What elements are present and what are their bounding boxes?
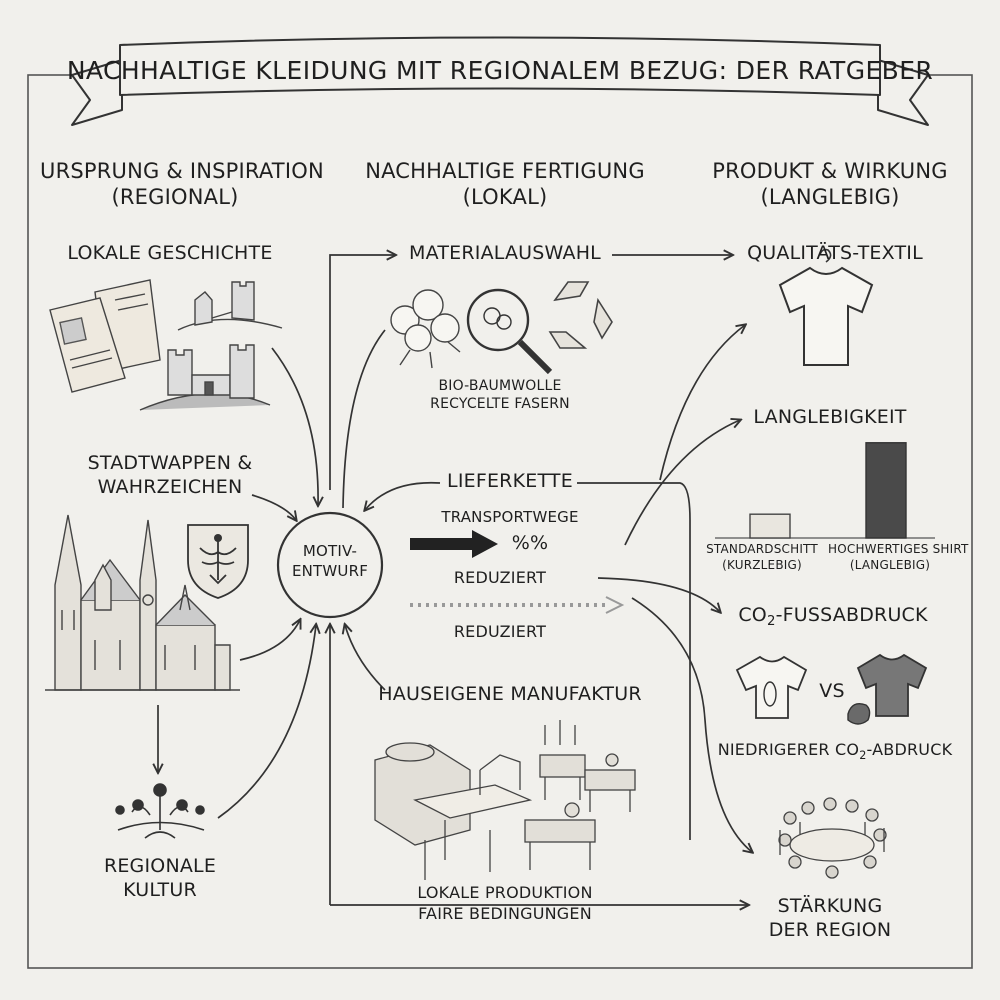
column-subtitle: (Langlebig) <box>760 185 900 210</box>
label-transport-routes: Transportwege <box>441 508 579 526</box>
label-versus: VS <box>819 680 845 702</box>
bar-chart <box>715 442 935 539</box>
arrow-to-co2 <box>597 577 720 612</box>
label-regional-strength: Stärkung der Region <box>768 895 892 941</box>
column-title: Nachhaltige Fertigung <box>365 159 645 183</box>
label-quality-textile: Qualitäts-Textil <box>747 242 923 264</box>
magnifier-icon <box>466 288 553 375</box>
documents-icon <box>49 279 161 393</box>
column-title: Ursprung & Inspiration <box>40 159 324 183</box>
manufactory-icon <box>374 720 636 880</box>
bar-quality-shirt <box>865 442 907 539</box>
arrow-supply-to-shirt <box>659 325 745 481</box>
arrow-culture-to-motif <box>217 625 316 819</box>
arrow-supply-right <box>577 482 691 840</box>
arrow-history-to-motif <box>271 347 318 505</box>
title-banner <box>71 36 929 126</box>
chart-category-label-2: Hochwertiges Shirt (Langlebig) <box>828 542 969 572</box>
column-header-production: Nachhaltige Fertigung (Lokal) <box>360 158 650 211</box>
label-local-history: Lokale Geschichte <box>67 242 273 264</box>
arrow-church-to-motif <box>239 620 300 661</box>
connector-arrows <box>158 255 752 905</box>
label-regional-culture: Regionale Kultur <box>103 855 217 901</box>
tshirt-icon <box>778 248 874 366</box>
arrow-top-to-material <box>329 255 395 490</box>
chart-category-label-1: Standardschitt (Kurzlebig) <box>706 542 818 572</box>
label-in-house-manufactory: Hauseigene Manufaktur <box>378 683 642 705</box>
label-co2-footprint: CO2-Fussabdruck <box>738 604 928 629</box>
transport-arrow-dotted-head <box>605 596 625 614</box>
label-supply-chain: Lieferkette <box>447 470 573 492</box>
column-subtitle: (Regional) <box>111 185 239 210</box>
label-lower-co2: Niedrigerer CO2-Abdruck <box>717 740 953 762</box>
label-reduced-2: Reduziert <box>453 622 547 641</box>
arrow-motif-to-material <box>342 329 386 509</box>
column-header-product: Produkt & Wirkung (Langlebig) <box>700 158 960 211</box>
page-title: Nachhaltige Kleidung mit regionalem Bezu… <box>66 55 934 85</box>
church-icon <box>45 514 240 691</box>
label-reduced-1: Reduziert <box>453 568 547 587</box>
label-durability: Langlebigkeit <box>753 406 907 428</box>
label-transport-value: %% <box>511 532 549 554</box>
community-icon <box>778 797 887 879</box>
shirt-footprint-dark <box>847 653 928 725</box>
castle-ruin-icon <box>177 281 283 331</box>
label-local-production: Lokale Produktion Faire Bedingungen <box>417 883 593 923</box>
column-header-origin: Ursprung & Inspiration (Regional) <box>40 158 324 211</box>
cotton-icon <box>390 289 461 369</box>
castle-icon <box>139 344 271 411</box>
bar-standard-shirt <box>749 513 791 539</box>
label-motif-design: Motiv- Entwurf <box>291 542 369 580</box>
column-subtitle: (Lokal) <box>462 185 548 210</box>
motif-circle <box>276 511 384 619</box>
transport-arrow-bold <box>410 530 498 558</box>
arrow-coat-to-motif <box>251 494 296 520</box>
label-coat-of-arms: Stadtwappen & Wahrzeichen <box>87 452 253 498</box>
label-material-selection: Materialauswahl <box>409 242 601 264</box>
arrow-manufactory-to-motif <box>345 625 386 691</box>
recycle-icon <box>548 281 613 349</box>
arrow-supply-to-durability <box>624 420 740 546</box>
arrow-to-region <box>631 597 752 852</box>
shirt-footprint-light <box>735 655 808 719</box>
eagle-shield-icon <box>187 524 249 599</box>
arrow-supply-to-motif <box>365 481 441 510</box>
column-title: Produkt & Wirkung <box>712 159 948 183</box>
label-material-types: Bio-Baumwolle Recycelte Fasern <box>430 378 570 413</box>
folk-ornament-icon <box>115 783 205 839</box>
